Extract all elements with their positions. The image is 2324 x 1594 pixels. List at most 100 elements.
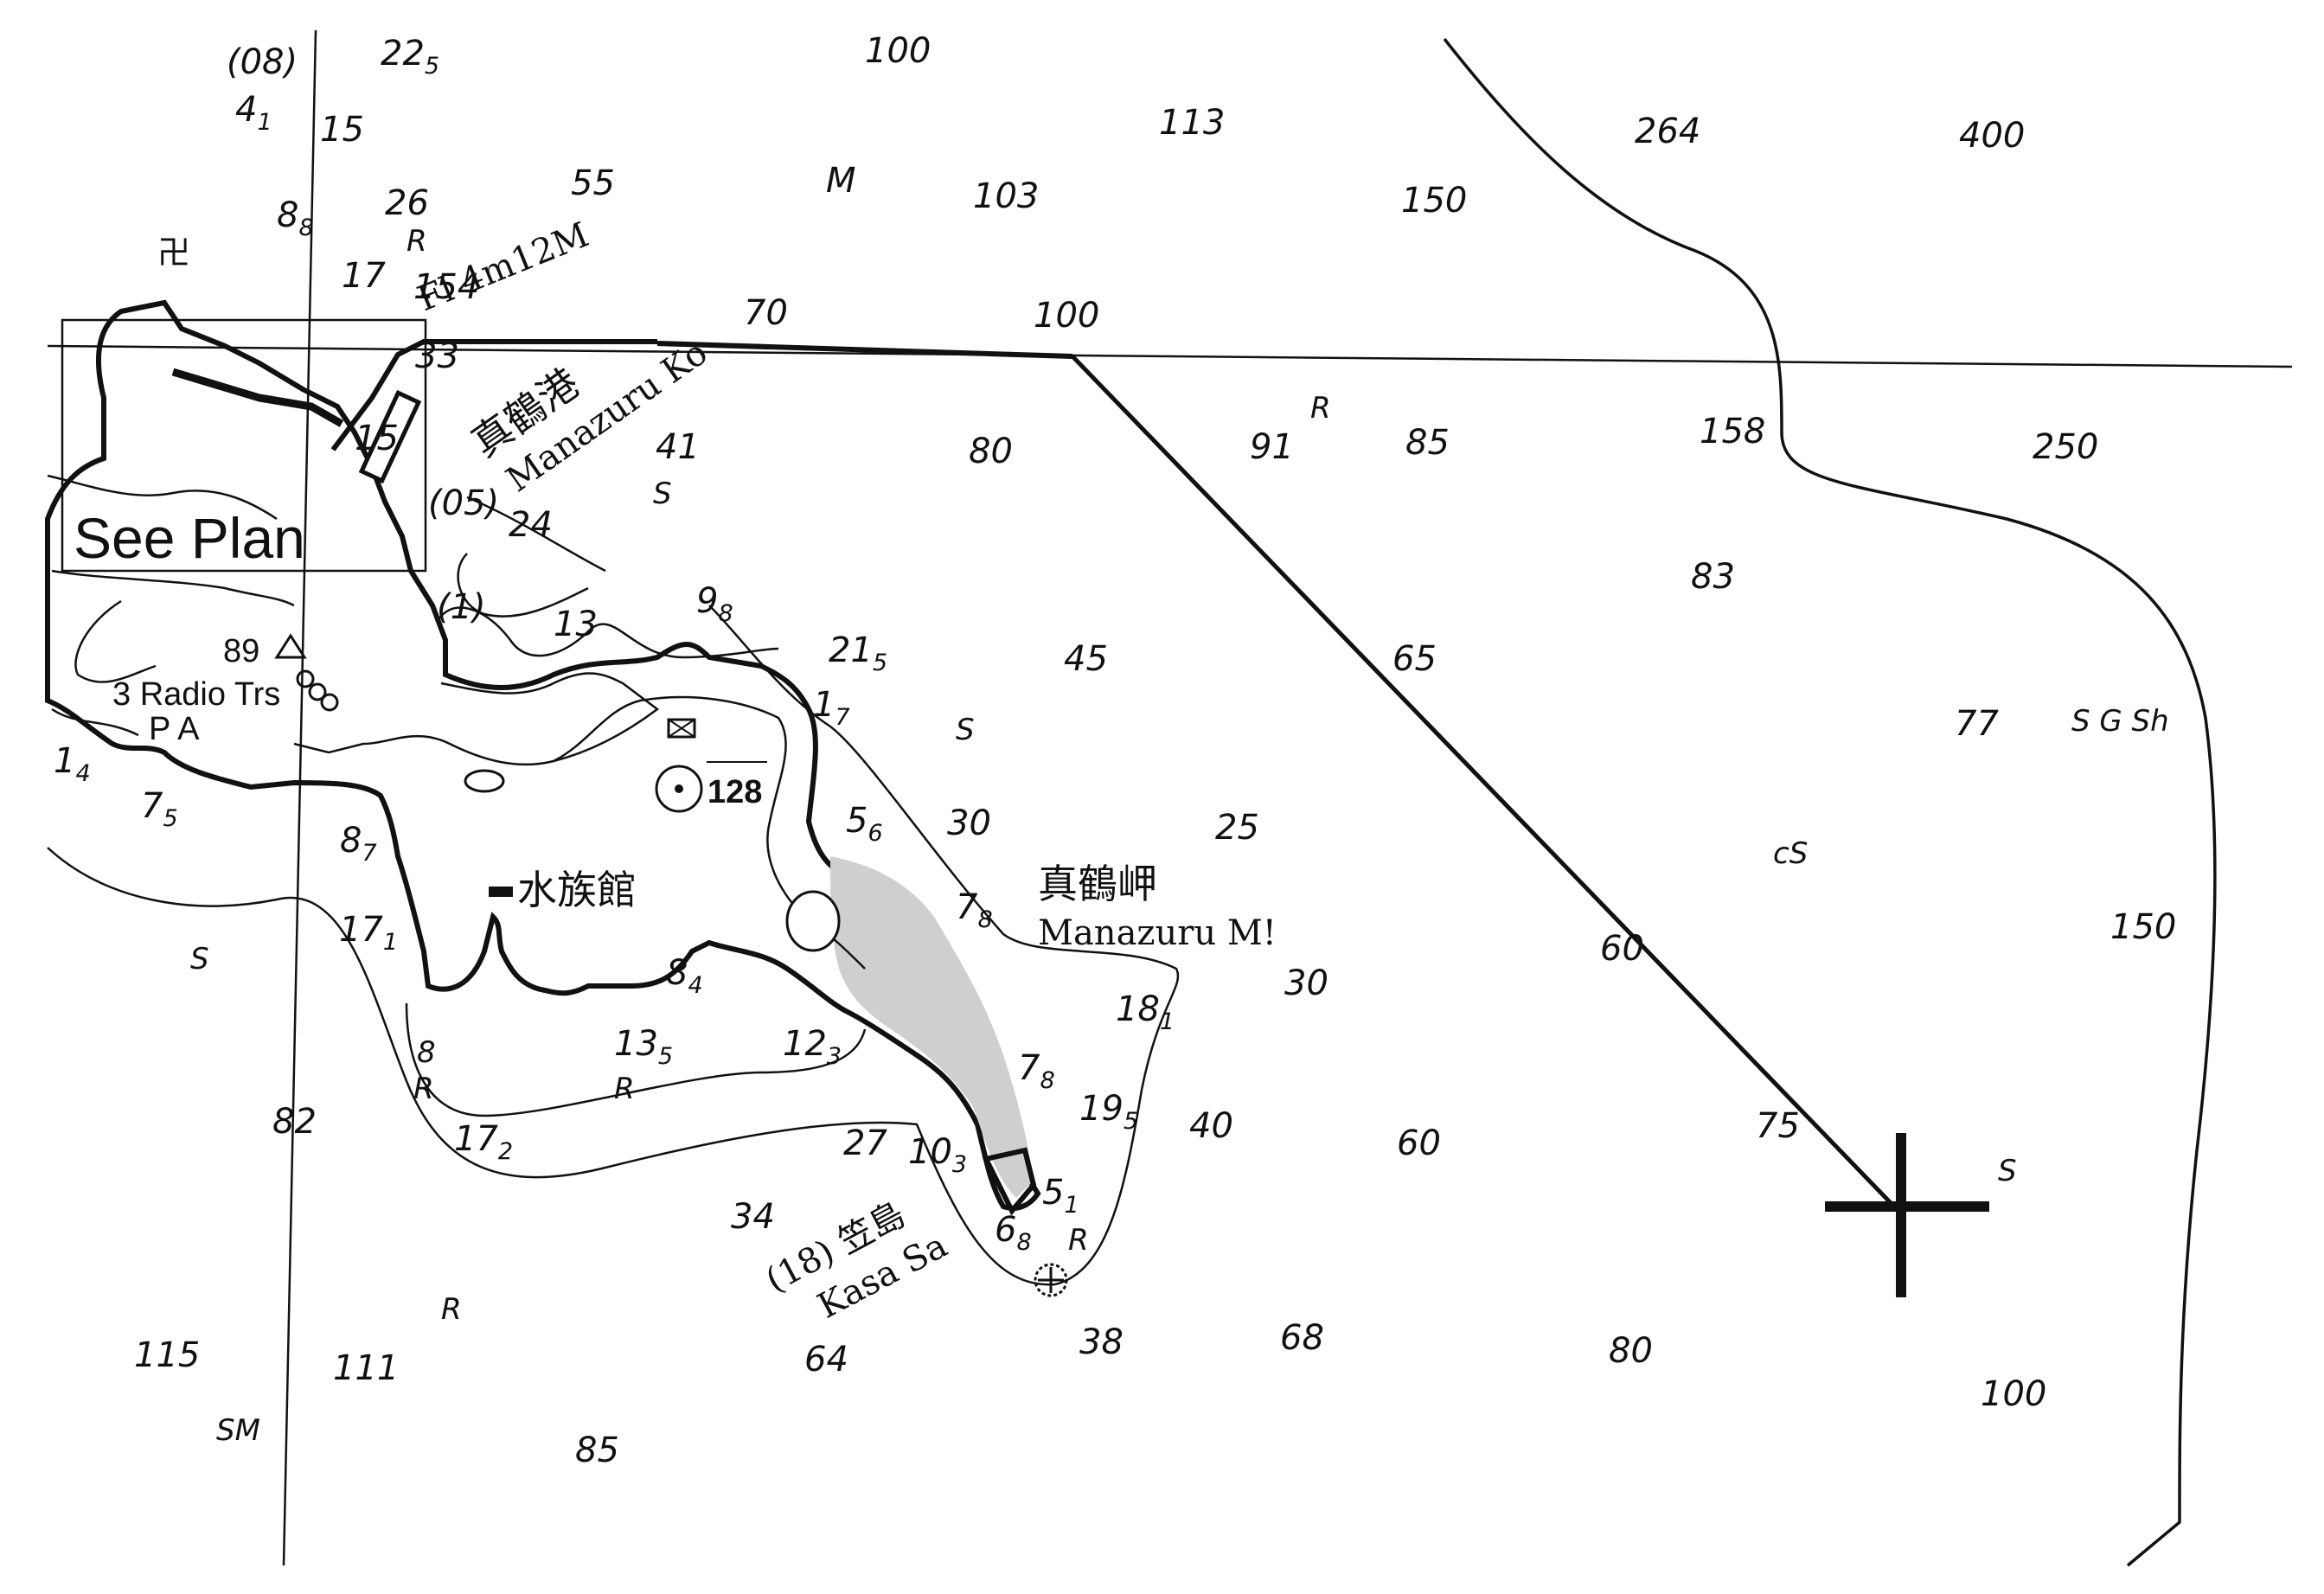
sounding: 38 xyxy=(1079,1322,1124,1362)
radio-towers-label: 3 Radio Trs xyxy=(112,676,280,713)
split-sounding-decimal: 8 xyxy=(718,600,733,627)
split-sounding-decimal: 5 xyxy=(425,53,439,80)
latitude-line xyxy=(47,344,2293,368)
sounding: 264 xyxy=(1635,112,1700,151)
sounding: 158 xyxy=(1700,412,1765,451)
bottom-code: cS xyxy=(1773,836,1808,871)
split-sounding-decimal: 3 xyxy=(827,1043,842,1070)
sector-line-diagonal xyxy=(1071,355,1896,1208)
sounding: 70 xyxy=(744,293,788,333)
breakwater xyxy=(358,389,422,484)
split-sounding-decimal: 1 xyxy=(1064,1192,1079,1219)
split-sounding-decimal: 3 xyxy=(952,1151,967,1178)
split-sounding-decimal: 8 xyxy=(1016,1229,1031,1256)
sounding: 115 xyxy=(134,1335,200,1375)
depth-contour-10 xyxy=(405,1002,867,1117)
bottom-code: 8 xyxy=(417,1035,436,1070)
sounding: 15 xyxy=(320,110,364,150)
split-sounding-decimal: 7 xyxy=(362,840,376,867)
sounding: 77 xyxy=(1955,704,1999,744)
bottom-code: SM xyxy=(216,1413,260,1448)
split-sounding-decimal: 5 xyxy=(658,1043,673,1070)
depth-contour-2 xyxy=(457,553,589,618)
depth-05: (05) xyxy=(428,483,499,523)
longitude-line xyxy=(282,29,317,1566)
split-sounding-decimal: 4 xyxy=(75,760,90,787)
building xyxy=(489,887,513,897)
peak-bar xyxy=(707,761,767,763)
road-west xyxy=(51,707,139,737)
sounding: 65 xyxy=(1392,639,1437,679)
harbor-wharf xyxy=(171,368,344,427)
sounding: 250 xyxy=(2033,427,2098,467)
bottom-code: R xyxy=(407,224,427,259)
bottom-code: S xyxy=(190,942,209,976)
bottom-code: S xyxy=(956,713,975,747)
sounding: 111 xyxy=(333,1348,399,1388)
sounding: 27 xyxy=(843,1123,887,1163)
bottom-code: R xyxy=(1068,1223,1089,1258)
height-89: 89 xyxy=(223,633,259,669)
sounding: 103 xyxy=(973,176,1039,216)
triangulation-icon xyxy=(274,633,307,659)
peninsula-coastline xyxy=(45,299,1041,1211)
depth-08: (08) xyxy=(227,42,298,82)
split-sounding-decimal: 4 xyxy=(688,972,702,999)
cape-name-en: Manazuru M! xyxy=(1038,913,1277,953)
split-sounding-decimal: 8 xyxy=(298,214,313,241)
sounding: 82 xyxy=(272,1102,317,1142)
harbor-limit-line xyxy=(330,339,657,451)
bottom-code: R xyxy=(413,1072,434,1106)
peak-height: 128 xyxy=(707,774,762,810)
sounding: 34 xyxy=(731,1197,775,1237)
see-plan-box xyxy=(61,318,427,573)
split-sounding-decimal: 5 xyxy=(163,805,177,832)
sounding: 30 xyxy=(947,803,991,843)
sounding: 100 xyxy=(1981,1374,2046,1414)
kasa-island xyxy=(982,1147,1037,1216)
road-north xyxy=(47,474,278,521)
sounding: 13 xyxy=(554,605,598,644)
bottom-code: R xyxy=(1310,391,1331,426)
sounding: 45 xyxy=(1064,639,1108,679)
split-sounding: 17 xyxy=(813,685,850,731)
sounding: 40 xyxy=(1189,1106,1233,1146)
depth-contour-harbor xyxy=(466,496,606,573)
wreck-icon xyxy=(1034,1263,1068,1297)
sounding: 80 xyxy=(1609,1331,1653,1371)
cape-name-jp: 真鶴岬 xyxy=(1038,861,1157,907)
sounding: 25 xyxy=(1215,808,1259,848)
split-sounding-decimal: 7 xyxy=(835,704,849,731)
sounding: 60 xyxy=(1397,1123,1441,1163)
bottom-code: S xyxy=(1998,1154,2017,1188)
sounding: 55 xyxy=(571,163,615,203)
split-sounding-decimal: 8 xyxy=(977,906,992,933)
sounding: 64 xyxy=(804,1340,848,1380)
sounding: 91 xyxy=(1250,427,1294,467)
sounding: 100 xyxy=(865,31,931,71)
road-town xyxy=(51,569,295,607)
bottom-code: R xyxy=(614,1072,635,1106)
sounding: 150 xyxy=(2110,907,2176,947)
sounding: 100 xyxy=(1034,296,1099,336)
road-south xyxy=(293,672,660,766)
sounding: 85 xyxy=(1405,423,1450,463)
position-cross-icon xyxy=(1825,1133,1989,1297)
sounding: 68 xyxy=(1280,1318,1324,1358)
sounding: 60 xyxy=(1600,929,1644,969)
sounding: 17 xyxy=(342,256,386,296)
see-plan-label: See Plan xyxy=(74,506,305,570)
sounding: 24 xyxy=(509,505,553,545)
depth-contour-west xyxy=(74,599,157,683)
fixed-point-icon xyxy=(655,765,703,813)
depth-15: 15 xyxy=(355,419,399,458)
depth-contour-20 xyxy=(47,605,1180,1286)
depth-33: 33 xyxy=(415,336,459,376)
bottom-code: R xyxy=(441,1292,462,1327)
sounding: 80 xyxy=(969,432,1013,471)
mine-symbol-icon xyxy=(667,718,696,739)
sounding: M xyxy=(826,161,856,201)
